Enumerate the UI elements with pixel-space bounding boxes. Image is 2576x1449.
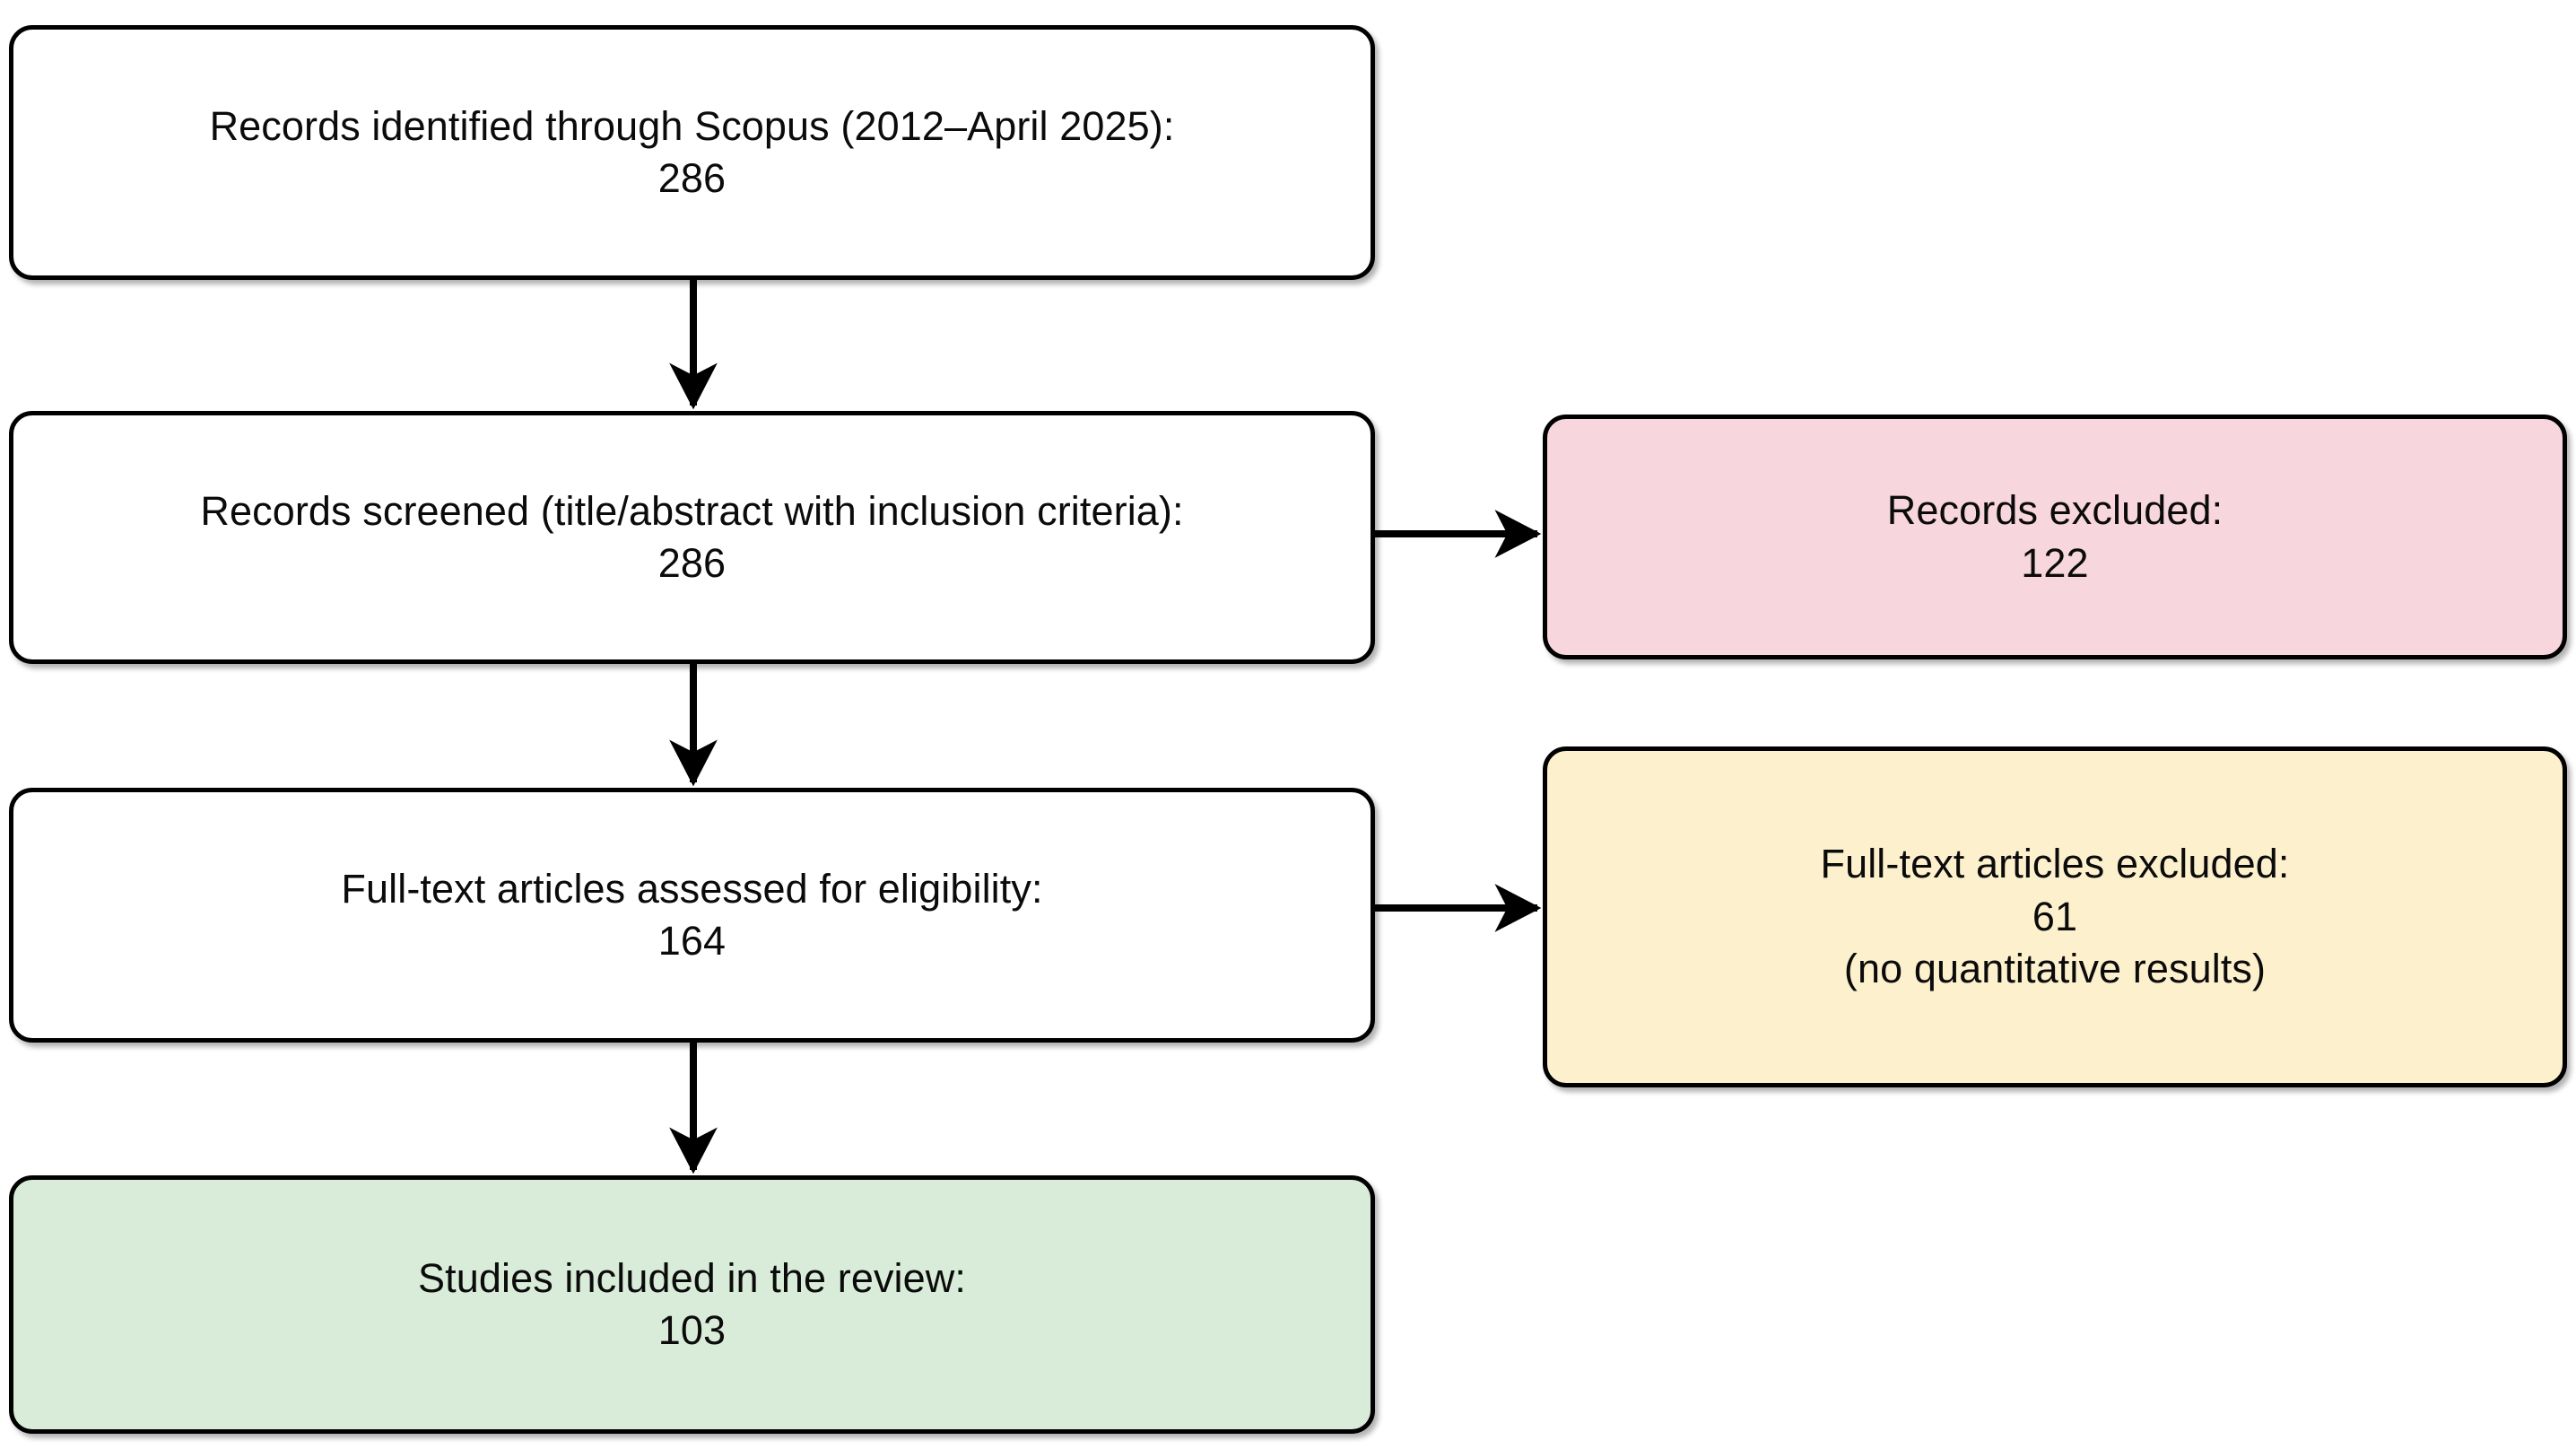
node-records-identified-count: 286 [657,155,727,201]
node-records-identified-label: Records identified through Scopus (2012–… [209,102,1175,149]
node-fulltext-excluded[interactable]: Full-text articles excluded: 61 (no quan… [1543,746,2567,1087]
node-studies-included[interactable]: Studies included in the review: 103 [9,1175,1375,1434]
node-records-screened[interactable]: Records screened (title/abstract with in… [9,411,1375,664]
node-records-identified[interactable]: Records identified through Scopus (2012–… [9,25,1375,280]
node-records-screened-label: Records screened (title/abstract with in… [200,487,1184,534]
node-studies-included-count: 103 [657,1307,727,1353]
node-fulltext-excluded-label: Full-text articles excluded: [1820,841,2290,887]
node-fulltext-excluded-count: 61 [2032,893,2078,939]
node-fulltext-assessed-label: Full-text articles assessed for eligibil… [341,865,1043,912]
node-fulltext-assessed-count: 164 [657,918,727,964]
node-fulltext-excluded-reason: (no quantitative results) [1843,946,2267,992]
node-records-excluded[interactable]: Records excluded: 122 [1543,415,2567,659]
node-records-screened-count: 286 [657,540,727,586]
node-studies-included-label: Studies included in the review: [418,1254,966,1301]
node-records-excluded-label: Records excluded: [1886,487,2224,533]
node-records-excluded-count: 122 [2021,539,2089,586]
node-fulltext-assessed[interactable]: Full-text articles assessed for eligibil… [9,788,1375,1043]
